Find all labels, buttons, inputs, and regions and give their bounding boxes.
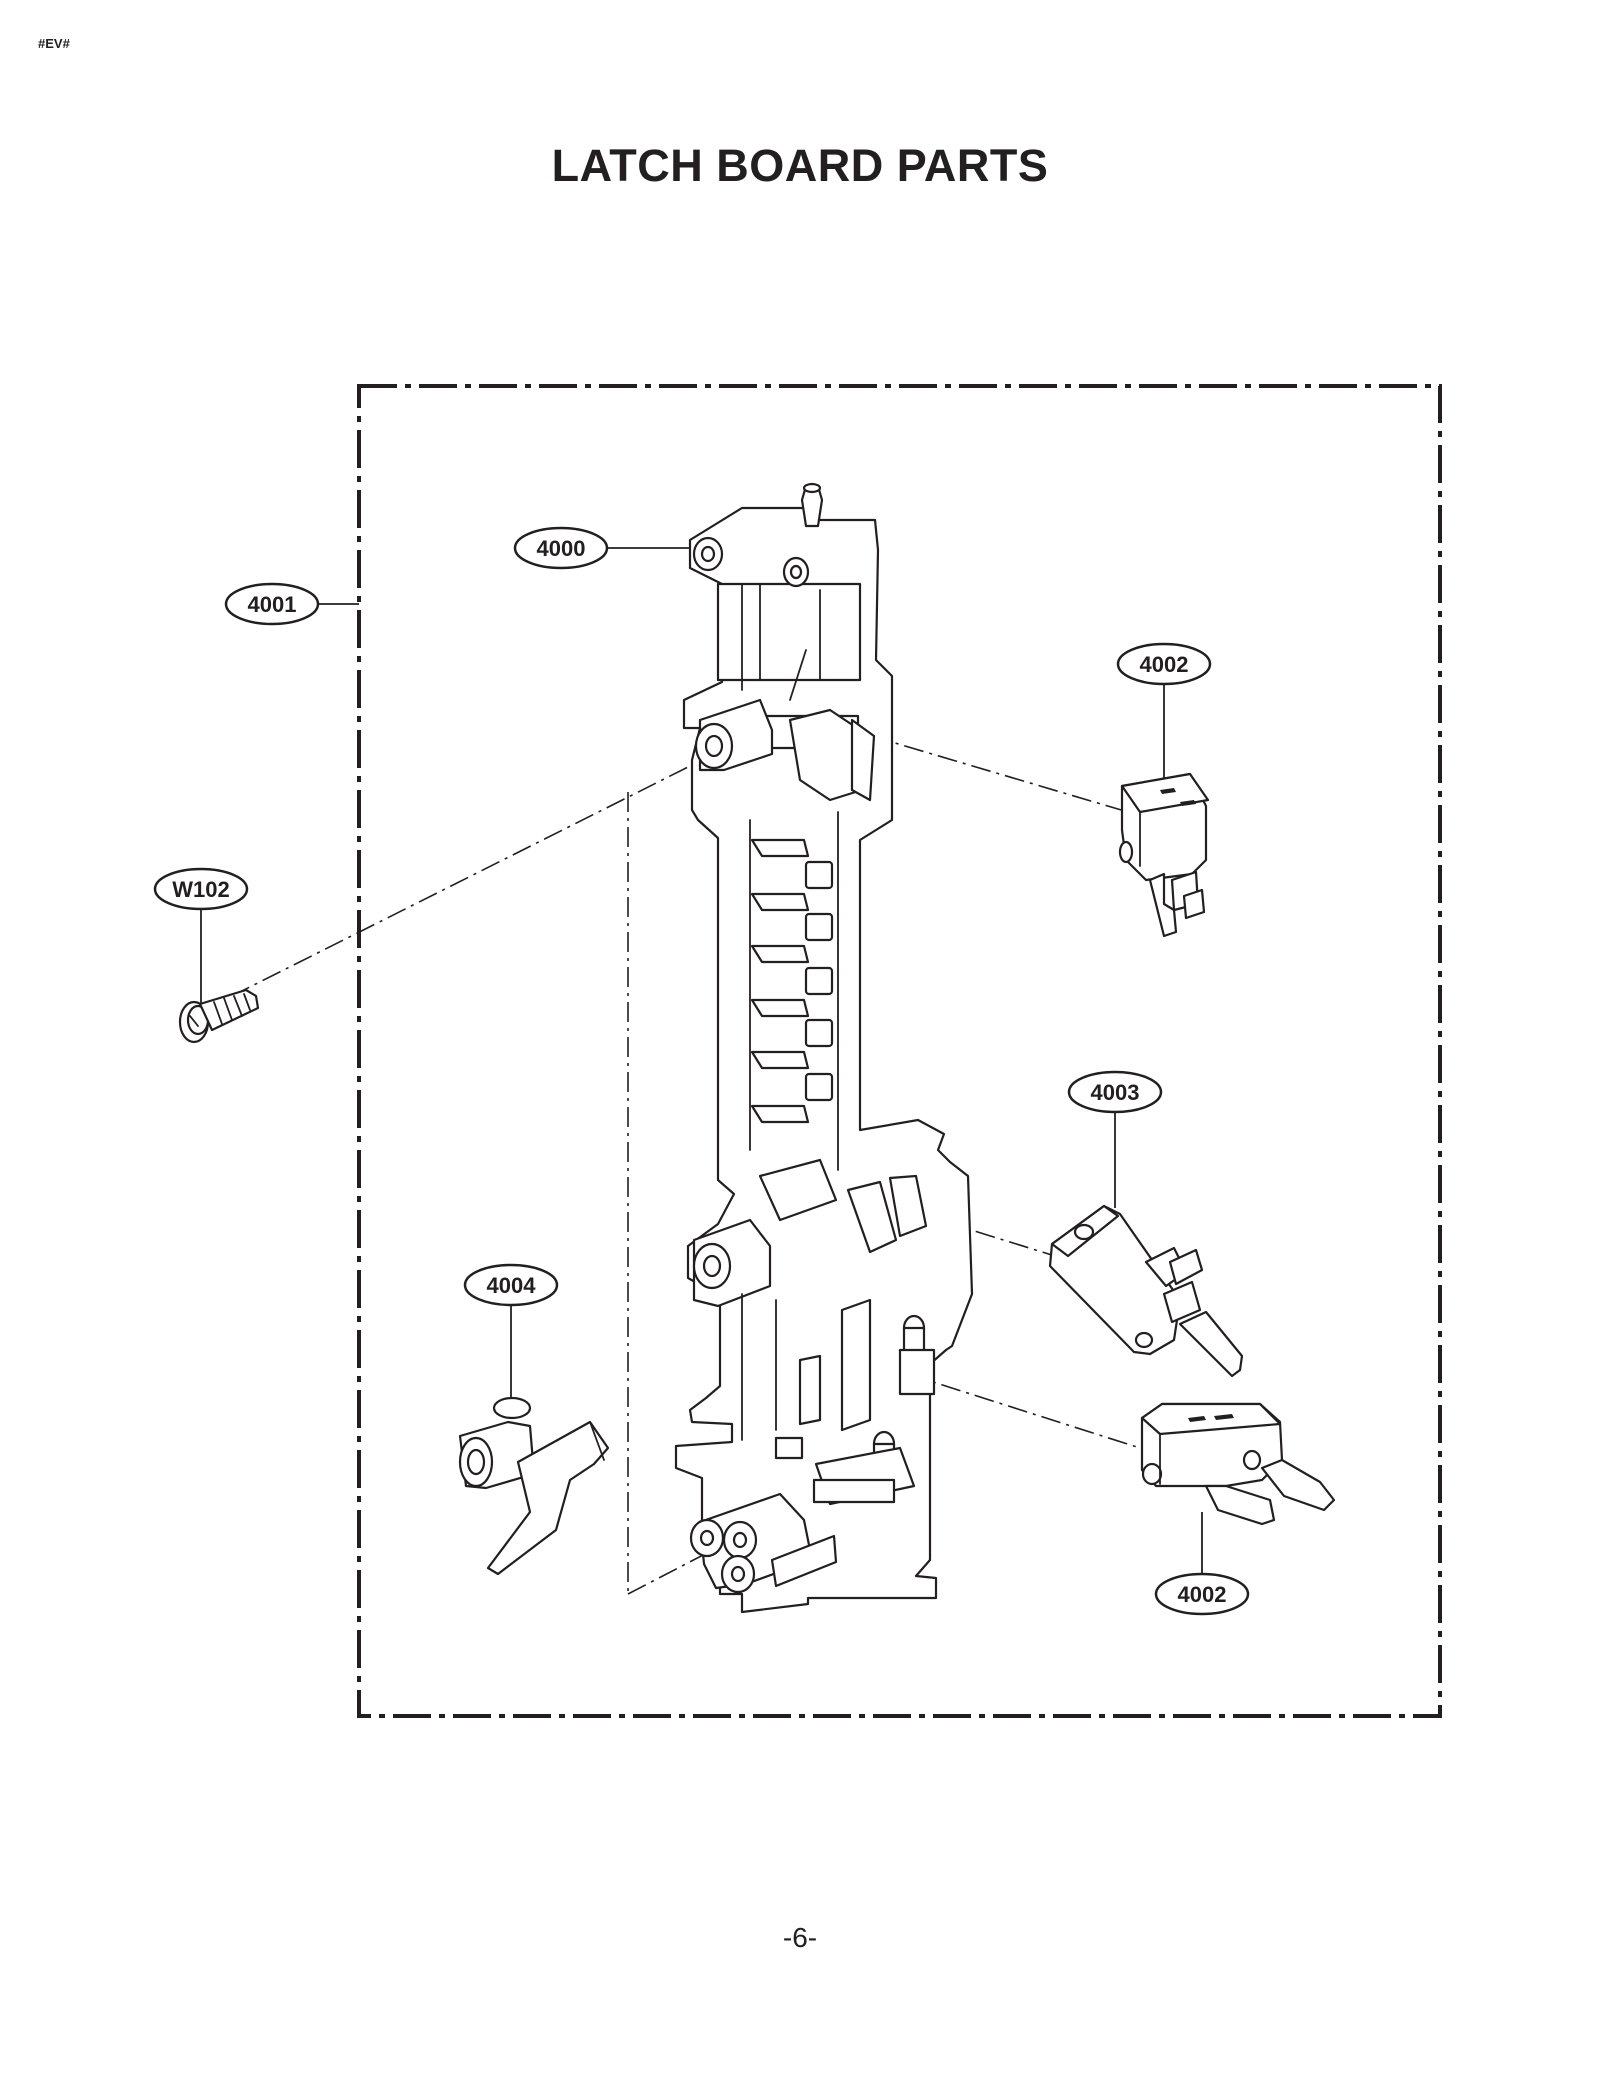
page-title: LATCH BOARD PARTS: [551, 140, 1049, 191]
callout-4002-upper-label: 4002: [1140, 652, 1189, 677]
microswitch-4002-lower: [1140, 1402, 1336, 1526]
microswitch-4002-upper: [1118, 772, 1210, 938]
callout-4004: 4004: [463, 1263, 559, 1307]
assembly-guides: [199, 705, 1141, 1595]
callout-4002-upper: 4002: [1116, 642, 1212, 686]
microswitch-4003: [1048, 1204, 1244, 1378]
callout-4002-lower-label: 4002: [1178, 1582, 1227, 1607]
callout-w102-label: W102: [172, 877, 229, 902]
latch-lever-4004: [458, 1396, 610, 1576]
callout-4000: 4000: [513, 526, 609, 570]
leader-lines: [200, 547, 1203, 1574]
callout-4001: 4001: [224, 582, 320, 626]
screw-w102: [178, 988, 260, 1044]
callout-4004-label: 4004: [487, 1273, 537, 1298]
document-code: #EV#: [38, 36, 70, 51]
callout-w102: W102: [153, 867, 249, 911]
page-number: -6-: [782, 1922, 818, 1953]
callout-4000-label: 4000: [537, 536, 586, 561]
callout-4003-label: 4003: [1091, 1080, 1140, 1105]
latch-board-frame: [674, 482, 974, 1614]
callout-4002-lower: 4002: [1154, 1572, 1250, 1616]
callout-4003: 4003: [1067, 1070, 1163, 1114]
assembly-boundary: [357, 384, 1442, 1718]
latch-step-tabs: [749, 811, 839, 1171]
callout-4001-label: 4001: [248, 592, 297, 617]
